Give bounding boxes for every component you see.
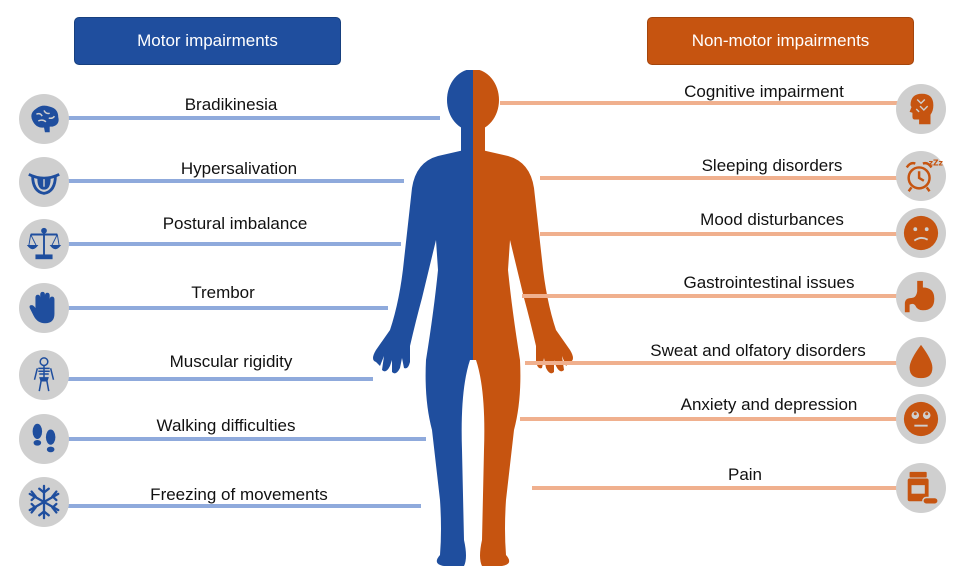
alarm-clock-icon: zZz [896, 151, 946, 201]
motor-item-label: Bradikinesia [184, 95, 278, 114]
stomach-icon [896, 272, 946, 322]
non-motor-item-label: Gastrointestinal issues [683, 273, 855, 292]
svg-text:zZz: zZz [929, 159, 944, 168]
connector-line [68, 437, 426, 441]
connector-line [68, 377, 373, 381]
snowflake-icon [19, 477, 69, 527]
connector-line [540, 232, 898, 236]
footprints-icon [19, 414, 69, 464]
connector-line [68, 504, 421, 508]
tongue-icon [19, 157, 69, 207]
motor-item-label: Postural imbalance [162, 214, 308, 233]
non-motor-item-label: Cognitive impairment [684, 82, 844, 101]
non-motor-impairments-header: Non-motor impairments [647, 17, 914, 65]
connector-line [500, 101, 898, 105]
connector-line [532, 486, 898, 490]
skeleton-icon [19, 350, 69, 400]
connector-line [68, 306, 388, 310]
non-motor-item-label: Anxiety and depression [680, 395, 858, 414]
connector-line [540, 176, 898, 180]
motor-item-label: Trembor [191, 283, 255, 302]
worried-face-icon [896, 394, 946, 444]
pill-bottle-icon [896, 463, 946, 513]
connector-line [520, 417, 898, 421]
balance-scale-icon [19, 219, 69, 269]
connector-line [68, 116, 440, 120]
sad-face-icon [896, 208, 946, 258]
human-body-figure [373, 70, 573, 566]
non-motor-item-label: Sweat and olfatory disorders [650, 341, 866, 360]
connector-line [68, 179, 404, 183]
head-brain-icon [896, 84, 946, 134]
drop-icon [896, 337, 946, 387]
motor-item-label: Hypersalivation [180, 159, 298, 178]
motor-impairments-header: Motor impairments [74, 17, 341, 65]
non-motor-item-label: Sleeping disorders [701, 156, 843, 175]
non-motor-header-label: Non-motor impairments [691, 31, 870, 50]
hand-icon [19, 283, 69, 333]
motor-header-label: Motor impairments [137, 31, 278, 50]
non-motor-item-label: Pain [727, 465, 763, 484]
connector-line [68, 242, 401, 246]
motor-item-label: Muscular rigidity [169, 352, 293, 371]
connector-line [525, 361, 898, 365]
non-motor-item-label: Mood disturbances [700, 210, 844, 229]
connector-line [522, 294, 898, 298]
motor-item-label: Walking difficulties [156, 416, 296, 435]
motor-item-label: Freezing of movements [150, 485, 328, 504]
brain-icon [19, 94, 69, 144]
